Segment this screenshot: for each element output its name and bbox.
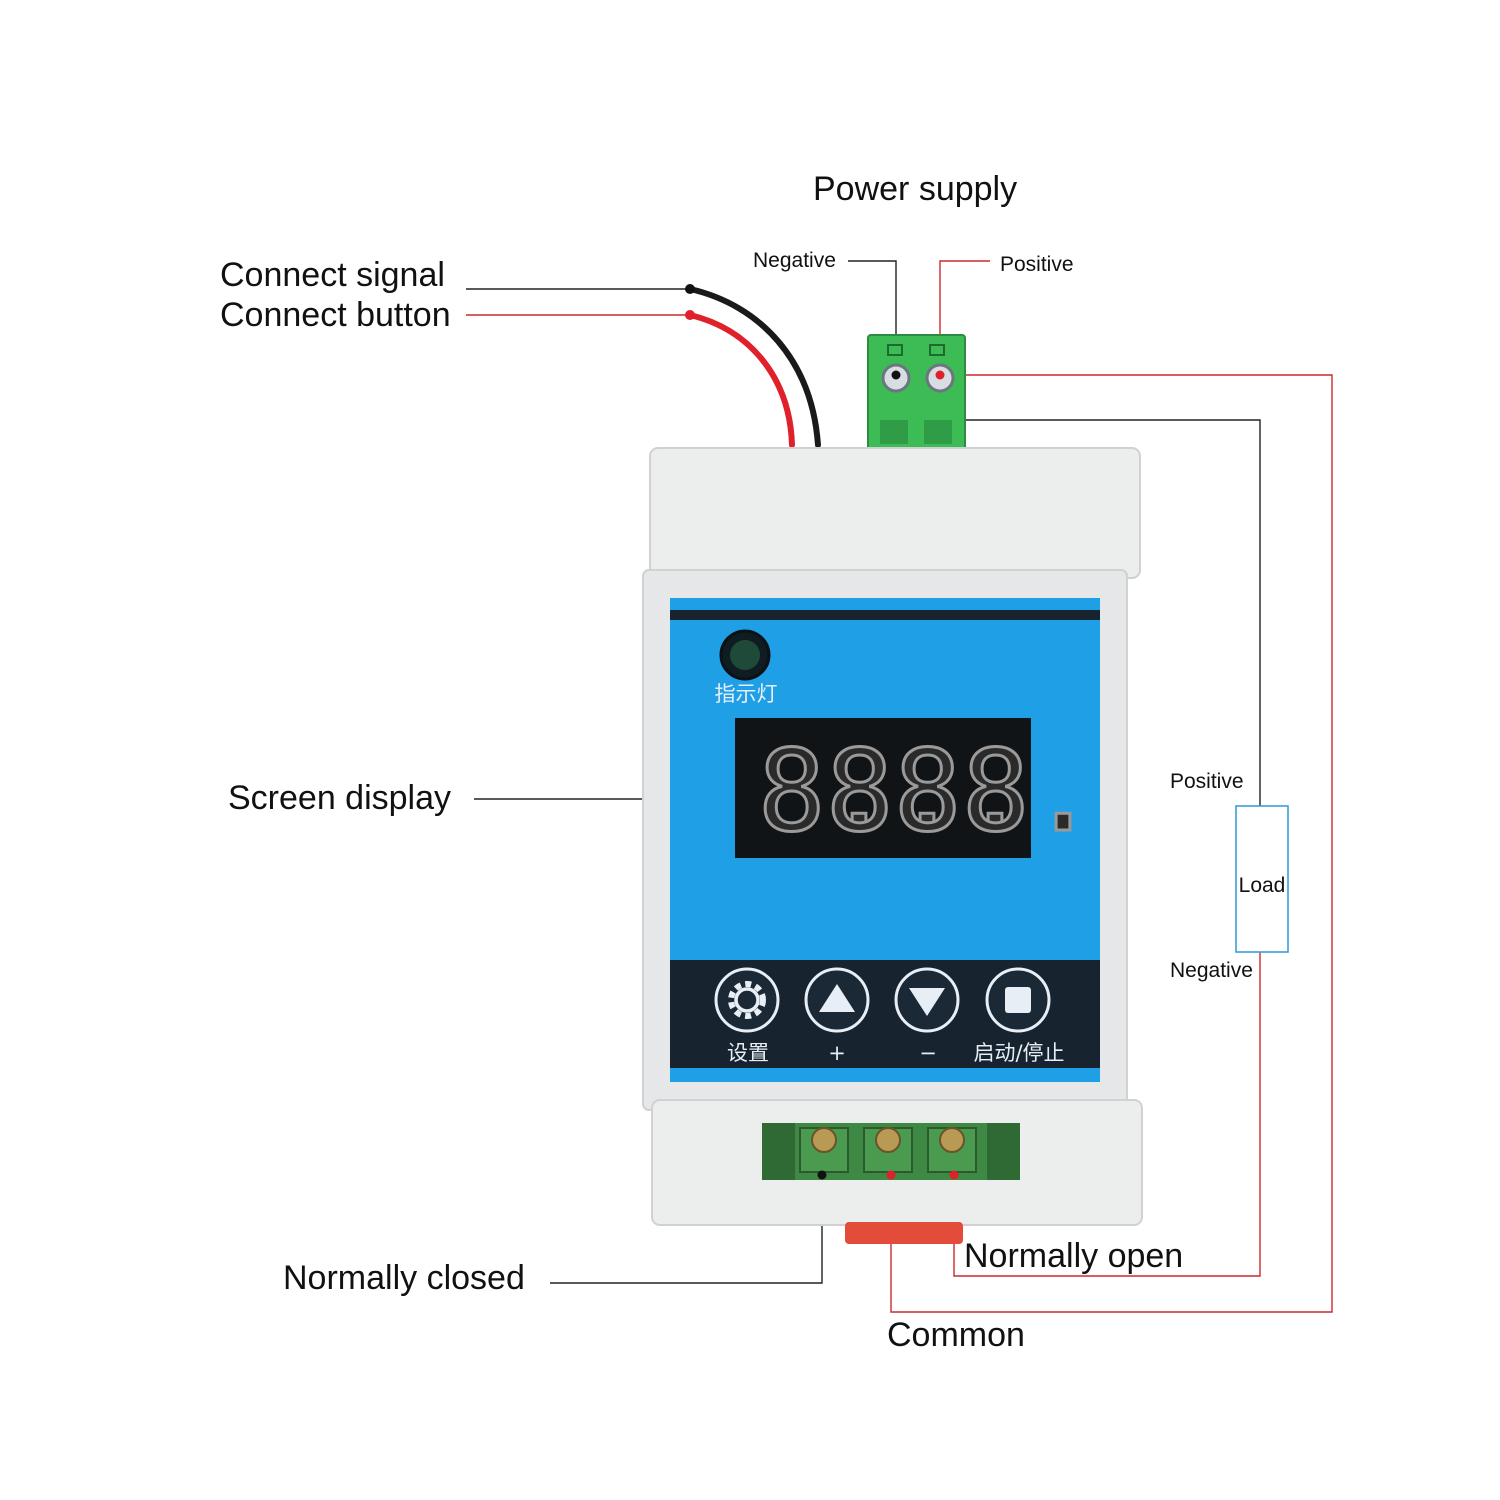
housing-top-cap bbox=[649, 447, 1141, 579]
label-load-negative: Negative bbox=[1170, 959, 1253, 982]
display-digit-1: 8. bbox=[758, 727, 893, 857]
indicator-label: 指示灯 bbox=[715, 682, 778, 706]
front-panel-top-band bbox=[670, 610, 1100, 620]
label-load: Load bbox=[1239, 874, 1286, 897]
settings-button-label: 设置 bbox=[727, 1041, 769, 1065]
label-connect-signal: Connect signal bbox=[220, 256, 445, 294]
terminal-dot-positive bbox=[935, 370, 945, 380]
label-screen-display: Screen display bbox=[228, 779, 451, 817]
signal-wires bbox=[685, 284, 821, 448]
label-connect-button: Connect button bbox=[220, 296, 451, 334]
start-stop-button[interactable] bbox=[985, 967, 1051, 1033]
terminal-lower-slot-1 bbox=[880, 420, 908, 444]
relay-dot-no bbox=[949, 1170, 959, 1180]
plus-button-label: + bbox=[828, 1041, 846, 1065]
label-common: Common bbox=[887, 1316, 1025, 1354]
device: 指示灯 8. 8. 8. 8. 设置 + − bbox=[642, 447, 1143, 1244]
triangle-up-icon bbox=[819, 984, 855, 1012]
red-wire bbox=[687, 312, 795, 448]
power-terminal-block bbox=[867, 334, 966, 451]
wire-end-black bbox=[685, 284, 695, 294]
labels: Power supply Negative Positive Connect s… bbox=[220, 170, 1285, 1354]
relay-dot-nc bbox=[817, 1170, 827, 1180]
terminal-top-slot-2 bbox=[929, 344, 945, 356]
label-normally-closed: Normally closed bbox=[283, 1259, 525, 1297]
label-negative-top: Negative bbox=[753, 249, 836, 272]
load-box bbox=[1235, 805, 1289, 953]
display-digit-3: 8. bbox=[894, 727, 1029, 857]
relay-screw-nc bbox=[811, 1127, 837, 1153]
terminal-dot-negative bbox=[891, 370, 901, 380]
minus-button[interactable] bbox=[894, 967, 960, 1033]
din-clip bbox=[845, 1222, 963, 1244]
label-normally-open: Normally open bbox=[964, 1237, 1183, 1275]
gear-icon bbox=[728, 981, 766, 1019]
display-digit-4: 8. bbox=[962, 727, 1097, 857]
minus-button-label: − bbox=[919, 1041, 937, 1065]
settings-button[interactable] bbox=[714, 967, 780, 1033]
start-stop-button-label: 启动/停止 bbox=[973, 1041, 1064, 1065]
black-wire bbox=[687, 286, 821, 448]
label-load-positive: Positive bbox=[1170, 770, 1244, 793]
display-digits: 8. 8. 8. 8. bbox=[757, 726, 1099, 859]
relay-screw-no bbox=[939, 1127, 965, 1153]
plus-button[interactable] bbox=[804, 967, 870, 1033]
relay-screw-com bbox=[875, 1127, 901, 1153]
indicator-light-glow bbox=[730, 640, 760, 670]
wire-end-red bbox=[685, 310, 695, 320]
display-digit-2: 8. bbox=[826, 727, 961, 857]
label-power-supply: Power supply bbox=[813, 170, 1017, 208]
relay-dot-com bbox=[886, 1170, 896, 1180]
square-stop-icon bbox=[1005, 987, 1031, 1013]
screen-display bbox=[735, 718, 1031, 858]
terminal-lower-slot-2 bbox=[924, 420, 952, 444]
label-positive-top: Positive bbox=[1000, 253, 1074, 276]
relay-terminal-block bbox=[762, 1123, 1020, 1180]
wire-positive-to-common bbox=[890, 374, 1333, 1313]
triangle-down-icon bbox=[909, 988, 945, 1016]
terminal-top-slot-1 bbox=[887, 344, 903, 356]
